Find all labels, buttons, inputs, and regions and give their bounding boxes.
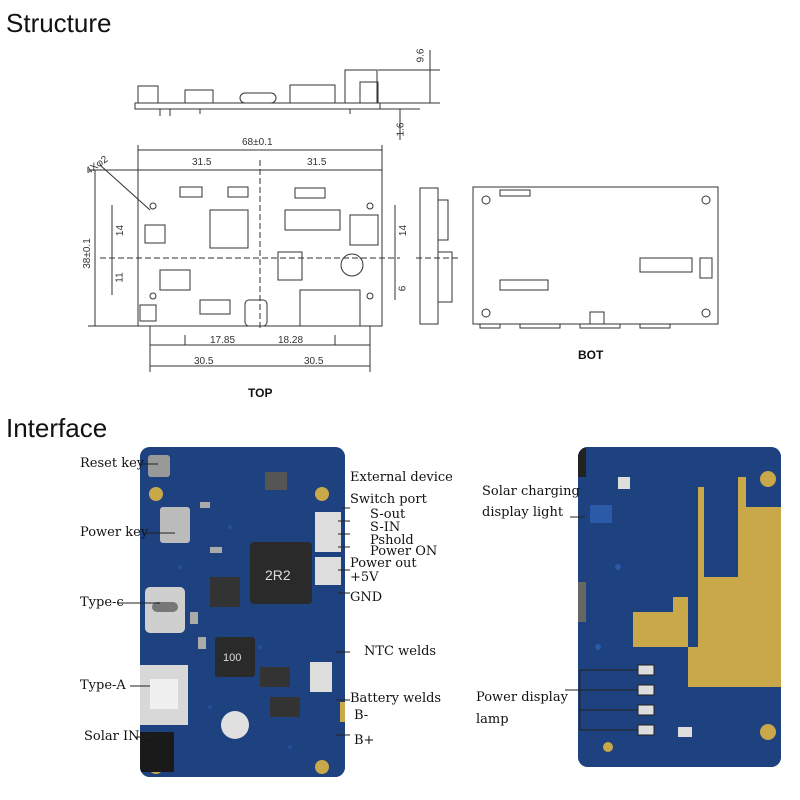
pcb-back-art (578, 447, 781, 767)
bottom-view (472, 186, 719, 329)
top-view-label: TOP (248, 386, 273, 400)
dim-half-left: 31.5 (192, 157, 212, 168)
dim-thickness: 1.6 (395, 122, 407, 137)
dim-usb-left: 17.85 (210, 335, 236, 346)
dim-usb-right: 18.28 (278, 335, 304, 346)
inductor-2r2 (250, 542, 312, 604)
callout-switch-port: Switch port (350, 492, 427, 507)
callout-type-c: Type-c (80, 595, 124, 610)
dim-left-14: 14 (115, 224, 127, 237)
solar-in-jack (140, 732, 174, 772)
callout-s-out: S-out (370, 507, 406, 522)
callout-b-minus: B- (354, 708, 369, 723)
dim-left-11: 11 (114, 272, 126, 283)
callout-solar-charging: Solar charging (482, 484, 580, 499)
pcb-front-art: 2R2 100 (140, 447, 345, 777)
side-profile-view (134, 50, 440, 140)
callout-power-on: Power ON (370, 544, 438, 559)
top-view (88, 145, 400, 372)
callout-power-out: Power out (350, 556, 417, 571)
callout-display-light: display light (482, 505, 564, 520)
dim-bottom-right: 30.5 (304, 356, 324, 367)
power-key-switch (160, 507, 190, 543)
bot-view-label: BOT (578, 348, 604, 362)
callout-reset-key: Reset key (80, 456, 145, 471)
switch-port-connector (315, 512, 341, 552)
callout-s-in: S-IN (370, 520, 401, 535)
interface-heading: Interface (6, 413, 108, 443)
callout-battery-welds: Battery welds (350, 691, 442, 706)
callout-power-key: Power key (80, 525, 149, 540)
pcb-back-photo (578, 447, 781, 767)
inductor2-label: 100 (223, 652, 241, 664)
end-view (416, 187, 460, 325)
dim-right-6: 6 (397, 285, 409, 292)
callout-b-plus: B+ (354, 733, 375, 748)
structure-drawing (88, 50, 719, 372)
pcb-front-photo: 2R2 100 (140, 447, 345, 777)
callout-type-a: Type-A (80, 678, 126, 693)
dim-height-side: 9.6 (415, 48, 427, 63)
callout-external-device: External device (350, 470, 453, 485)
dim-half-right: 31.5 (307, 157, 327, 168)
structure-heading: Structure (6, 8, 112, 38)
power-out-connector (315, 557, 341, 585)
callout-leaders (118, 463, 638, 738)
callout-solar-in: Solar IN (84, 729, 140, 744)
inductor-label: 2R2 (265, 567, 291, 583)
dim-height-total: 38±0.1 (81, 238, 93, 269)
callout-power-display: Power display (476, 690, 568, 705)
callout-lamp: lamp (476, 712, 509, 727)
dim-bottom-left: 30.5 (194, 356, 214, 367)
callout-pshold: Pshold (370, 533, 414, 548)
callout-gnd: GND (350, 590, 383, 605)
callout-ntc-welds: NTC welds (364, 644, 437, 659)
dim-right-14: 14 (398, 224, 410, 237)
dim-width-total: 68±0.1 (242, 137, 273, 148)
callout-plus-5v: +5V (350, 570, 379, 585)
